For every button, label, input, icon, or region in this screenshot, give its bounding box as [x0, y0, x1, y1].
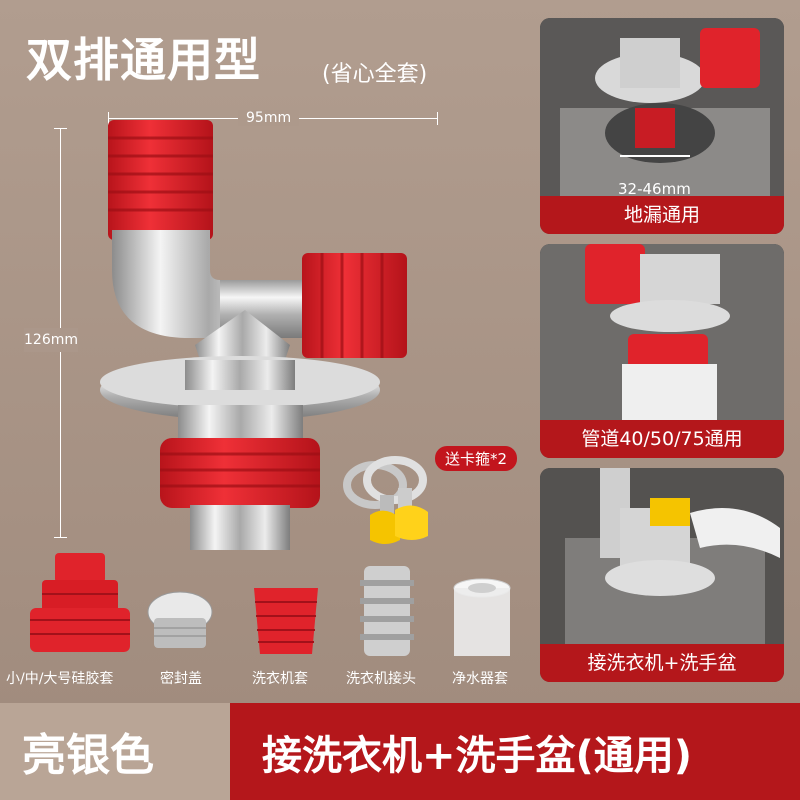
panel-floor-drain: 32-46mm 地漏通用	[540, 18, 784, 234]
panel-caption-3: 接洗衣机+洗手盆	[540, 644, 784, 682]
page-subtitle: (省心全套)	[322, 62, 428, 87]
accessory-label-5: 净水器套	[452, 671, 508, 687]
color-option-label: 亮银色	[22, 730, 154, 781]
accessory-label-2: 密封盖	[160, 671, 202, 687]
accessory-label-1: 小/中/大号硅胶套	[6, 671, 114, 687]
diameter-range-label: 32-46mm	[618, 180, 691, 198]
washer-basin-photo	[540, 468, 784, 644]
washer-connector-icon	[360, 566, 414, 656]
drain-adapter-image	[100, 120, 407, 550]
variant-option-label: 接洗衣机+洗手盆(通用)	[262, 733, 693, 779]
gift-badge: 送卡箍*2	[435, 446, 518, 471]
panel-pipe: 管道40/50/75通用	[540, 244, 784, 458]
panel-caption-2: 管道40/50/75通用	[540, 420, 784, 458]
hose-clamp-image	[343, 456, 428, 544]
height-dimension: 126mm	[24, 128, 78, 538]
silicone-sleeve-set-icon	[30, 553, 130, 652]
floor-drain-photo	[540, 18, 784, 196]
width-dimension: 95mm	[108, 110, 438, 126]
color-option[interactable]: 亮银色	[0, 703, 230, 800]
accessory-label-4: 洗衣机接头	[346, 671, 416, 687]
accessory-label-3: 洗衣机套	[252, 671, 308, 687]
page-title: 双排通用型	[26, 33, 261, 87]
washer-sleeve-icon	[254, 588, 318, 654]
sealing-cap-icon	[147, 591, 213, 648]
width-label: 95mm	[238, 110, 300, 126]
variant-option[interactable]: 接洗衣机+洗手盆(通用)	[230, 703, 800, 800]
panel-washer-basin: 接洗衣机+洗手盆	[540, 468, 784, 682]
purifier-sleeve-icon	[453, 578, 511, 656]
pipe-photo	[540, 244, 784, 420]
panel-caption-1: 地漏通用	[540, 196, 784, 234]
height-label: 126mm	[24, 328, 78, 352]
